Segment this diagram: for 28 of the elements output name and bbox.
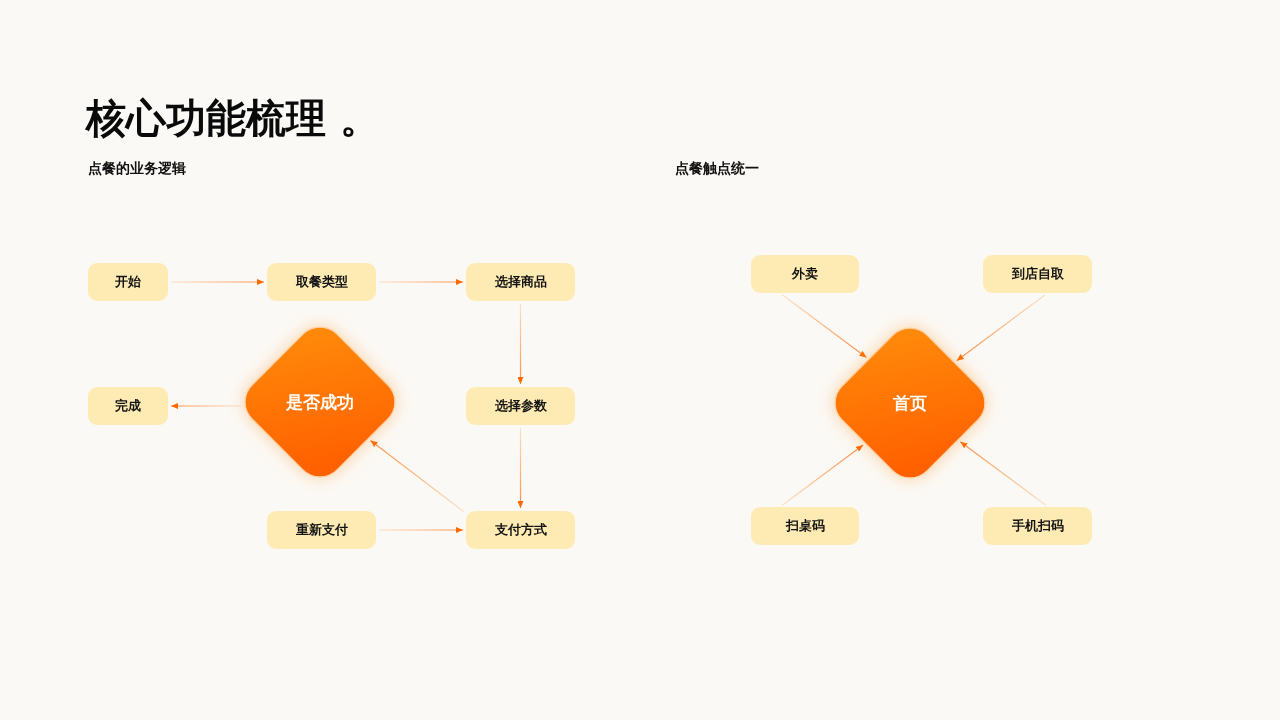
process-box: 到店自取 — [983, 255, 1092, 293]
section-heading: 点餐的业务逻辑 — [88, 159, 186, 178]
process-box: 重新支付 — [267, 511, 376, 549]
decision-diamond — [244, 326, 396, 478]
process-box: 取餐类型 — [267, 263, 376, 301]
arrow — [378, 279, 464, 285]
process-box: 完成 — [88, 387, 168, 425]
decision-label: 首页 — [893, 391, 927, 415]
process-box: 选择商品 — [466, 263, 575, 301]
page-title: 核心功能梳理 。 — [86, 94, 380, 142]
arrow — [369, 439, 465, 513]
arrow — [170, 279, 265, 285]
process-box: 支付方式 — [466, 511, 575, 549]
process-box: 扫桌码 — [751, 507, 859, 545]
arrow — [781, 294, 868, 359]
process-box: 选择参数 — [466, 387, 575, 425]
arrow — [781, 444, 864, 506]
arrow — [517, 303, 524, 385]
process-box: 手机扫码 — [983, 507, 1092, 545]
arrow — [956, 294, 1046, 362]
decision-diamond — [834, 327, 986, 479]
process-box: 开始 — [88, 263, 168, 301]
arrow — [378, 527, 464, 533]
arrow — [517, 427, 524, 509]
arrow — [959, 441, 1047, 506]
process-box: 外卖 — [751, 255, 859, 293]
decision-label: 是否成功 — [286, 390, 354, 414]
section-heading: 点餐触点统一 — [675, 159, 759, 178]
